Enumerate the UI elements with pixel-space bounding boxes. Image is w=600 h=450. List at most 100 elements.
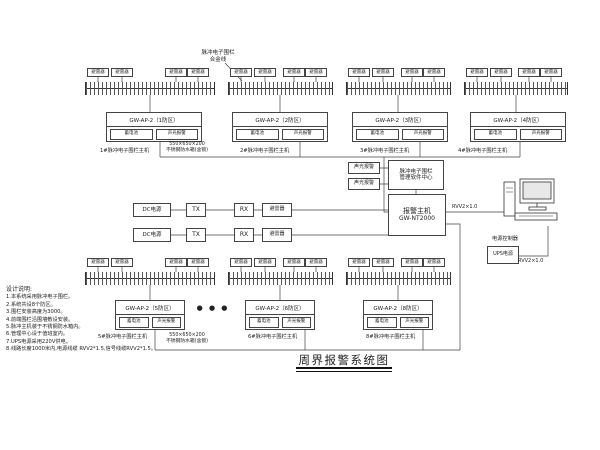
design-note-item: 7.UPS电源采用220V供电。 <box>6 338 71 345</box>
fence-annotation-line2: 合金线 <box>209 56 227 63</box>
sound-alarm-cell: 声光报警 <box>281 128 324 140</box>
host-label-3: 3#脉冲电子围栏主机 <box>360 148 410 154</box>
battery-cell: 蓄电池 <box>356 128 399 140</box>
zone-title: GW-AP-2（3防区） <box>353 113 447 127</box>
arrester-box: 避雷器 <box>254 68 276 77</box>
fence-zone-8 <box>346 272 451 285</box>
host-label-5: 5#脉冲电子围栏主机 <box>98 334 148 340</box>
arrester-box: 避雷器 <box>165 68 187 77</box>
ups-box: UPS电源 <box>487 246 519 264</box>
zone-controller-box-2: GW-AP-2（2防区） 蓄电池 声光报警 <box>232 112 328 142</box>
fence-zone-2 <box>228 82 333 95</box>
alarm-host-name: 报警主机 <box>403 206 431 215</box>
fence-stub-lines <box>97 77 552 272</box>
zone-title: GW-AP-2（8防区） <box>364 301 432 315</box>
arrester-box: 避雷器 <box>187 258 209 267</box>
design-note-item: 4.前端围栏沿围墙敷设安装。 <box>6 316 74 323</box>
arrester-box: 避雷器 <box>165 258 187 267</box>
alarm-host-box: 报警主机 GW-NT2000 <box>388 194 446 236</box>
zone-controller-box-5: GW-AP-2（5防区） 蓄电池 声光报警 <box>115 300 185 330</box>
arrester-box: 避雷器 <box>348 68 370 77</box>
arrester-box: 避雷器 <box>490 68 512 77</box>
arrester-box: 避雷器 <box>401 68 423 77</box>
fence-zone-4 <box>464 82 568 95</box>
drawing-title: 周界报警系统图 <box>298 353 390 367</box>
tx-box-1: TX <box>186 203 206 217</box>
fence-zone-1 <box>85 82 215 95</box>
sound-alarm-cell: 声光报警 <box>155 128 198 140</box>
arrester-box: 避雷器 <box>230 68 252 77</box>
title-underline-thin <box>296 370 392 372</box>
zone-title: GW-AP-2（1防区） <box>107 113 201 127</box>
arrester-box: 避雷器 <box>87 258 109 267</box>
arrester-box: 避雷器 <box>348 258 370 267</box>
fence-zone-3 <box>346 82 451 95</box>
zone-controller-box-6: GW-AP-2（6防区） 蓄电池 声光报警 <box>245 300 315 330</box>
line-arrester-box-2: 避雷器 <box>262 228 292 242</box>
power-controller-label: 电源控制器 <box>492 236 518 242</box>
enclosure-type: 不锈钢防水箱(含锁) <box>165 148 209 153</box>
arrester-box: 避雷器 <box>111 258 133 267</box>
zone-controller-box-8: GW-AP-2（8防区） 蓄电池 声光报警 <box>363 300 433 330</box>
design-notes: 设计说明: 1.本系统采用脉冲电子围栏。 2.系统共设8个防区。 3.围栏安装高… <box>6 286 166 354</box>
cable-label-ups: RVV2×1.0 <box>518 258 544 264</box>
zone-title: GW-AP-2（6防区） <box>246 301 314 315</box>
design-note-item: 3.围栏安装高度为3000。 <box>6 309 66 316</box>
battery-cell: 蓄电池 <box>119 316 149 328</box>
arrester-box: 避雷器 <box>518 68 540 77</box>
host-label-6: 6#脉冲电子围栏主机 <box>248 334 298 340</box>
enclosure-size: 550×650×200 <box>169 142 205 147</box>
battery-cell: 蓄电池 <box>236 128 279 140</box>
zone-controller-box-1: GW-AP-2（1防区） 蓄电池 声光报警 <box>106 112 202 142</box>
management-software-box: 脉冲电子围栏 管理软件中心 <box>388 160 444 190</box>
design-note-item: 5.脉冲主机装于不锈钢防水箱内。 <box>6 324 84 331</box>
design-note-item: 2.系统共设8个防区。 <box>6 301 56 308</box>
rx-box-2: RX <box>234 228 254 242</box>
arrester-box: 避雷器 <box>87 68 109 77</box>
design-note-item: 8.线路长度1000米内,电源线缆 RVV2*1.5,信号线缆RVV2*1.5。 <box>6 346 157 353</box>
enclosure-type: 不锈钢防水箱(含锁) <box>165 339 209 344</box>
design-note-item: 6.管理中心设于值班室内。 <box>6 331 69 338</box>
design-note-item: 1.本系统采用脉冲电子围栏。 <box>6 294 74 301</box>
cable-label-pc: RVV2×1.0 <box>452 204 478 210</box>
arrester-box: 避雷器 <box>540 68 562 77</box>
arrester-box: 避雷器 <box>111 68 133 77</box>
host-label-8: 8#脉冲电子围栏主机 <box>366 334 416 340</box>
sound-alarm-cell: 声光报警 <box>401 128 444 140</box>
arrester-box: 避雷器 <box>466 68 488 77</box>
software-line1: 脉冲电子围栏 <box>399 168 433 175</box>
tx-box-2: TX <box>186 228 206 242</box>
computer-icon <box>503 178 558 221</box>
enclosure-note-bottom: 550×650×200 不锈钢防水箱(含锁) <box>156 333 218 345</box>
alarm-host-model: GW-NT2000 <box>399 214 435 222</box>
arrester-box: 避雷器 <box>372 68 394 77</box>
sound-alarm-box-1: 声光报警 <box>348 162 380 174</box>
wiring-lines <box>149 62 549 351</box>
fence-annotation-line1: 脉冲电子围栏 <box>201 50 235 56</box>
sound-alarm-cell: 声光报警 <box>151 316 181 328</box>
fence-zone-5 <box>85 272 215 285</box>
zone-title: GW-AP-2（2防区） <box>233 113 327 127</box>
arrester-box: 避雷器 <box>230 258 252 267</box>
sound-alarm-cell: 声光报警 <box>519 128 562 140</box>
zone-title: GW-AP-2（4防区） <box>471 113 565 127</box>
host-label-4: 4#脉冲电子围栏主机 <box>458 148 508 154</box>
enclosure-size: 550×650×200 <box>169 333 205 338</box>
design-notes-heading: 设计说明: <box>6 286 33 293</box>
sound-alarm-box-2: 声光报警 <box>348 178 380 190</box>
battery-cell: 蓄电池 <box>474 128 517 140</box>
enclosure-note-top: 550×650×200 不锈钢防水箱(含锁) <box>156 142 218 154</box>
rx-box-1: RX <box>234 203 254 217</box>
arrester-box: 避雷器 <box>283 258 305 267</box>
fence-zone-6 <box>228 272 333 285</box>
arrester-box: 避雷器 <box>423 68 445 77</box>
zone-controller-box-4: GW-AP-2（4防区） 蓄电池 声光报警 <box>470 112 566 142</box>
dc-power-box-1: DC电源 <box>133 203 171 217</box>
battery-cell: 蓄电池 <box>110 128 153 140</box>
zone-controller-box-3: GW-AP-2（3防区） 蓄电池 声光报警 <box>352 112 448 142</box>
arrester-box: 避雷器 <box>187 68 209 77</box>
sound-alarm-cell: 声光报警 <box>399 316 429 328</box>
sound-alarm-cell: 声光报警 <box>281 316 311 328</box>
